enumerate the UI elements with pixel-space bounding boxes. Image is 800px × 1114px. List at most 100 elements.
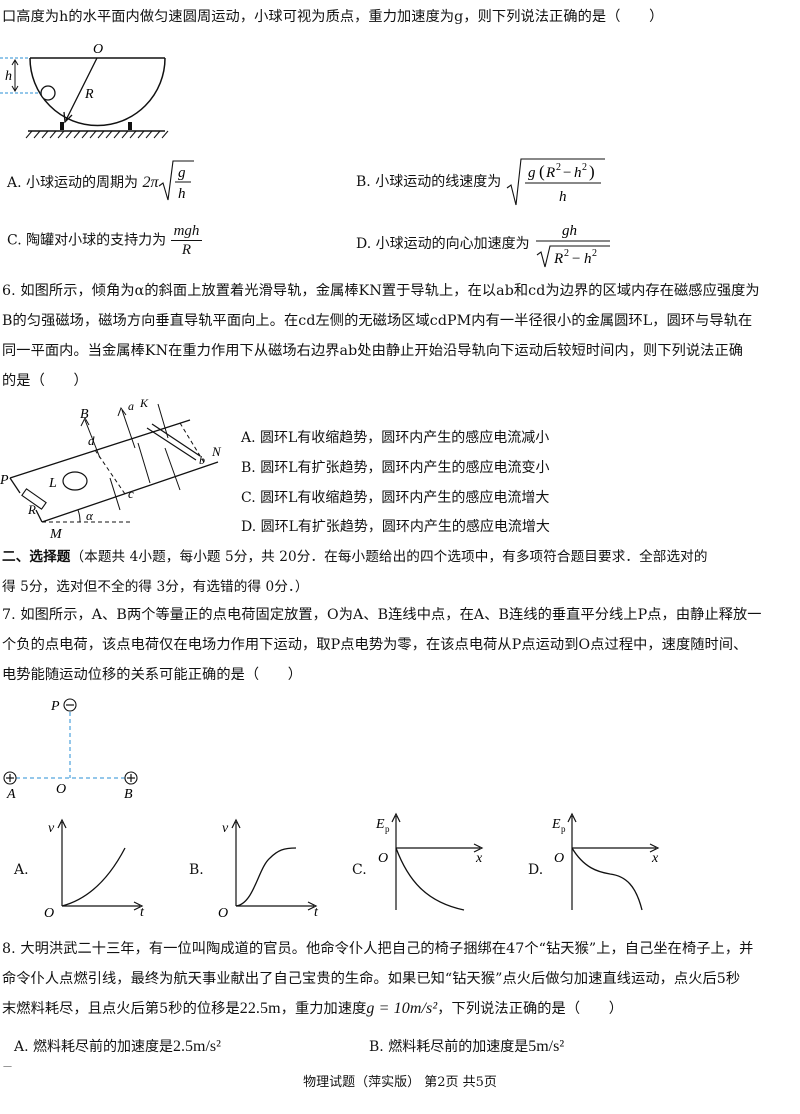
q8-option-a: A. 燃料耗尽前的加速度是2.5m/s² (14, 1036, 221, 1056)
q7-line-3: 电势能随运动位移的关系可能正确的是（ ） (2, 667, 303, 683)
q7-graph-a-ylabel: v (48, 821, 55, 836)
q6-option-c: C. 圆环L有收缩趋势，圆环内产生的感应电流增大 (241, 490, 550, 506)
q8-displacement: 22.5m (239, 1000, 281, 1017)
q5-option-d-text: 小球运动的向心加速度为 (375, 236, 530, 252)
q6-label-p: P (0, 473, 9, 488)
q8-line-1: 8. 大明洪武二十三年，有一位叫陶成道的官员。他命令仆人把自己的椅子捆绑在47个… (2, 941, 754, 957)
q7-label-b: B (124, 787, 133, 802)
q6-option-d: D. 圆环L有扩张趋势，圆环内产生的感应电流增大 (241, 519, 550, 535)
q5-option-d: D. 小球运动的向心加速度为 gh R 2 − h 2 (356, 219, 612, 269)
q5-option-a-letter: A. (7, 175, 22, 191)
svg-text:2: 2 (564, 248, 569, 259)
q5-option-d-expr: gh R 2 − h 2 (536, 223, 611, 268)
q6-option-b: B. 圆环L有扩张趋势，圆环内产生的感应电流变小 (241, 460, 550, 476)
q7-graph-a: v t O (44, 818, 145, 921)
q7-line-2: 个负的点电荷，该点电荷仅在电场力作用下运动，取P点电势为零，在该点电荷从P点运动… (2, 637, 748, 653)
q7-graph-b-ylabel: v (222, 821, 229, 836)
svg-text:−: − (572, 251, 580, 267)
q6-label-m: M (49, 527, 63, 542)
q6-label-c: c (128, 486, 134, 501)
q5-option-a-expr: g h (159, 160, 195, 202)
q8-option-a-text: A. 燃料耗尽前的加速度是 (14, 1039, 174, 1055)
q6-rail-figure: B a K b N d L c P R M α (0, 396, 222, 542)
svg-text:h: h (559, 189, 567, 205)
svg-text:h: h (584, 251, 592, 267)
q7-charges-figure: P A O B (3, 698, 138, 802)
q7-graph-b-letter: B. (189, 862, 204, 878)
q6-label-d: d (88, 433, 95, 448)
section-2-note-1: （本题共 4小题，每小题 5分，共 20分．在每小题给出的四个选项中，有多项符合… (70, 549, 708, 565)
q6-label-n: N (211, 444, 222, 459)
corner-mark: — (3, 1062, 12, 1072)
svg-text:(: ( (539, 162, 545, 181)
svg-text:h: h (178, 186, 186, 202)
q5-stem-tail: 口高度为h的水平面内做匀速圆周运动，小球可视为质点，重力加速度为g，则下列说法正… (2, 9, 664, 25)
section-2-heading: 二、选择题（本题共 4小题，每小题 5分，共 20分．在每小题给出的四个选项中，… (2, 545, 708, 565)
section-2-note-2: 得 5分，选对但不全的得 3分，有选错的得 0分．） (2, 579, 309, 595)
section-2-title: 二、选择题 (2, 549, 71, 565)
q8-option-b-value: 5m/s² (528, 1038, 565, 1055)
svg-text:2: 2 (592, 248, 597, 259)
q5-option-b-expr: g ( R 2 − h 2 ) h (506, 158, 605, 206)
svg-text:R: R (553, 251, 563, 267)
q5-option-a-text: 小球运动的周期为 (26, 175, 139, 191)
q7-graph-b: v t O (218, 818, 319, 921)
svg-text:g: g (178, 165, 186, 181)
q7-graph-c-xlabel: x (475, 851, 483, 866)
svg-text:): ) (589, 162, 595, 181)
q5-option-b-letter: B. (356, 174, 371, 190)
q7-graph-d-xlabel: x (651, 851, 659, 866)
q8-option-b: B. 燃料耗尽前的加速度是5m/s² (369, 1036, 564, 1056)
q7-graph-a-xlabel: t (140, 905, 145, 920)
q5-bowl-figure: O h R (0, 42, 169, 139)
q6-label-k: K (139, 396, 149, 410)
q8-gravity: g = 10m/s² (366, 1000, 438, 1017)
q6-label-b-field: B (80, 407, 89, 422)
q6-label-b: b (199, 453, 205, 467)
svg-text:2: 2 (582, 162, 587, 173)
q7-label-o: O (56, 782, 66, 797)
q7-graph-c-letter: C. (352, 862, 367, 878)
q7-graph-c-ysub: p (385, 824, 390, 834)
q6-line-4: 的是（ ） (2, 373, 88, 389)
q6-line-2: B的匀强磁场，磁场方向垂直导轨平面向上。在cd左侧的无磁场区域cdPM内有一半径… (2, 313, 753, 329)
q5-label-o: O (93, 42, 103, 57)
q8-line-3-e: ，下列说法正确的是（ ） (437, 1001, 623, 1017)
q6-label-l: L (48, 476, 57, 491)
q8-line-3-a: 末燃料耗尽，且点火后第5秒的位移是 (2, 1001, 240, 1017)
q7-graph-d-ylabel: E (551, 817, 561, 832)
q7-label-p: P (50, 699, 60, 714)
q7-graph-b-origin: O (218, 906, 228, 921)
svg-text:2: 2 (556, 162, 561, 173)
q6-label-r: R (27, 502, 36, 517)
svg-text:−: − (563, 165, 571, 181)
svg-text:h: h (574, 165, 582, 181)
q6-label-alpha: α (86, 508, 94, 523)
q7-graph-d-ysub: p (561, 824, 566, 834)
q6-label-a: a (128, 399, 134, 413)
q7-graph-a-letter: A. (14, 862, 29, 878)
q7-graph-a-origin: O (44, 906, 54, 921)
q7-line-1: 7. 如图所示，A、B两个等量正的点电荷固定放置，O为A、B连线中点，在A、B连… (2, 607, 762, 623)
svg-text:gh: gh (562, 223, 577, 239)
q5-option-b-text: 小球运动的线速度为 (375, 174, 502, 190)
q8-option-b-text: B. 燃料耗尽前的加速度是 (369, 1039, 529, 1055)
q7-graph-d: E p x O (551, 812, 660, 911)
q5-label-h: h (5, 69, 12, 84)
q6-option-a: A. 圆环L有收缩趋势，圆环内产生的感应电流减小 (241, 430, 550, 446)
q5-option-c-text: 陶罐对小球的支持力为 (26, 232, 167, 249)
q7-graph-b-xlabel: t (314, 905, 319, 920)
q5-option-d-letter: D. (356, 236, 372, 252)
q8-line-2: 命令仆人点燃引线，最终为航天事业献出了自己宝贵的生命。如果已知“钻天猴”点火后做… (2, 971, 741, 987)
q6-line-3: 同一平面内。当金属棒KN在重力作用下从磁场右边界ab处由静止开始沿导轨向下运动后… (2, 343, 744, 359)
q5-label-r: R (84, 87, 94, 102)
q8-option-a-value: 2.5m/s² (173, 1038, 221, 1055)
page-footer: 物理试题（萍实版） 第2页 共5页 (303, 1075, 497, 1090)
q7-graph-c-origin: O (378, 851, 388, 866)
q7-graph-c: E p x O (375, 812, 484, 911)
svg-text:R: R (545, 165, 555, 181)
svg-text:g: g (528, 165, 536, 181)
q7-graph-c-ylabel: E (375, 817, 385, 832)
